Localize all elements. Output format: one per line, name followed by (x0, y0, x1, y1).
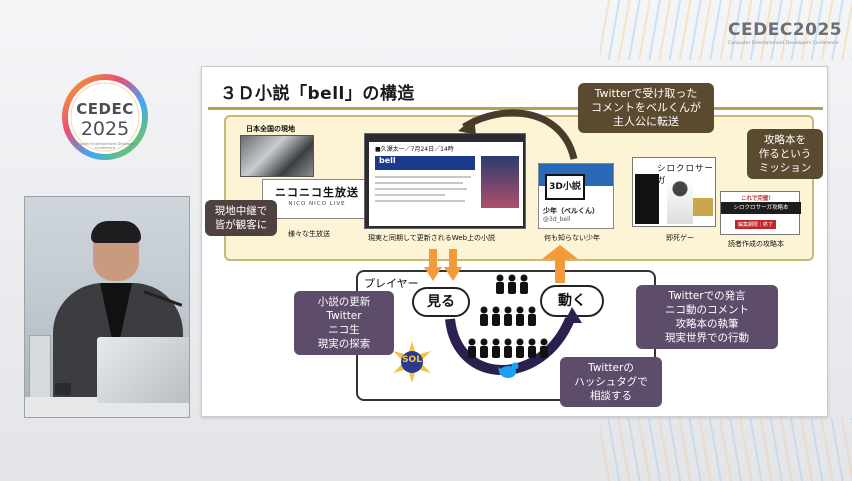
web-novel-banner: bell (375, 156, 475, 170)
callout-inputs: 小説の更新 Twitter ニコ生 現実の探索 (294, 291, 394, 355)
logo-ring-icon (62, 74, 148, 160)
logo-wordmark: CEDEC (76, 100, 134, 118)
niconico-live-logo: ニコニコ生放送 NICO NICO LIVE (262, 179, 372, 219)
background-stripes (600, 0, 852, 60)
down-arrows-icon (424, 249, 462, 281)
presentation-slide: ３Ｄ小説「bell」の構造 日本全国の現地 ニコニコ生放送 NICO NICO … (201, 66, 828, 417)
manga-character (667, 180, 693, 224)
text-line (375, 200, 465, 202)
twitter-bird-icon (498, 362, 519, 378)
manga-item (693, 198, 713, 216)
guide-deadline: 編集期限｜終了 (735, 220, 777, 229)
up-arrow-icon (542, 245, 578, 283)
slide-title: ３Ｄ小説「bell」の構造 (220, 84, 415, 104)
player-label: プレイヤー (364, 277, 419, 290)
see-node: 見る (412, 287, 470, 317)
guide-title: シロクロサーガ攻略本 (721, 202, 801, 214)
caption-web: 現実と同期して更新されるWeb上の小説 (368, 234, 496, 242)
title-rule (208, 107, 823, 110)
brand-header: CEDEC2025 Computer Entertainment Develop… (728, 20, 843, 46)
people-icon (468, 274, 548, 358)
live-camera-thumbnail (240, 135, 314, 177)
callout-live-relay: 現地中継で 皆が観客に (205, 200, 277, 236)
callout-mission: 攻略本を 作るという ミッション (747, 129, 823, 179)
web-novel-screenshot: ■久瀬太一／7月24日／14時 bell (364, 133, 526, 229)
brand-subtitle: Computer Entertainment Developers Confer… (728, 41, 839, 46)
background-stripes-bottom (600, 418, 852, 481)
web-novel-heading: ■久瀬太一／7月24日／14時 (375, 146, 454, 153)
news-title: 日本全国の現地 (246, 125, 295, 133)
logo-subtitle: Computer Entertainment Developers Confer… (72, 142, 138, 150)
caption-live: 様々な生放送 (288, 230, 330, 238)
speaker-hair (91, 221, 141, 243)
callout-hashtag: Twitterの ハッシュタグで 相談する (560, 357, 662, 407)
sun-icon (393, 341, 431, 383)
laptop (97, 337, 189, 403)
brand-wordmark: CEDEC2025 (728, 20, 843, 40)
sol-text: SOL (402, 355, 422, 365)
sol-logo: SOL (387, 339, 437, 385)
loop-arrow-head (564, 307, 582, 323)
caption-twitter: 何も知らない少年 (544, 234, 600, 242)
player-panel: プレイヤー (356, 270, 656, 401)
speaker-video (24, 196, 190, 418)
manga-thumbnail: シロクロサーガ (632, 157, 716, 227)
logo-year: 2025 (80, 118, 130, 140)
web-novel-page: ■久瀬太一／7月24日／14時 bell (369, 142, 523, 226)
guide-book-thumbnail: これで完璧！ シロクロサーガ攻略本 編集期限｜終了 (720, 191, 801, 235)
text-line (375, 188, 467, 190)
twitter-profile-card: 3D小説 少年（ベルくん） @3d_bell (538, 163, 614, 229)
callout-twitter-forward: Twitterで受け取った コメントをベルくんが 主人公に転送 (578, 83, 714, 133)
curved-arrow-top-head (458, 117, 476, 135)
cedec-logo: CEDEC 2025 Computer Entertainment Develo… (60, 72, 150, 162)
caption-manga: 即死ゲー (666, 234, 694, 242)
text-line (375, 176, 471, 178)
text-line (375, 194, 445, 196)
twitter-handle: @3d_bell (543, 216, 571, 223)
diagram-arrows (424, 109, 582, 378)
text-line (375, 182, 463, 184)
manga-title: シロクロサーガ (657, 164, 715, 186)
manga-figure (635, 174, 659, 224)
niconico-live-title: ニコニコ生放送 (275, 186, 359, 199)
twitter-display-name: 少年（ベルくん） (543, 207, 599, 215)
desk-gadget (55, 383, 71, 395)
twitter-avatar: 3D小説 (545, 174, 585, 200)
web-novel-sidebar-image (481, 156, 519, 208)
curved-arrow-top (462, 109, 578, 160)
niconico-live-subtitle: NICO NICO LIVE (288, 201, 346, 207)
callout-actions: Twitterでの発言 ニコ動のコメント 攻略本の執筆 現実世界での行動 (636, 285, 778, 349)
guide-tagline: これで完璧！ (741, 196, 774, 202)
monitor (29, 335, 51, 399)
media-panel: 日本全国の現地 ニコニコ生放送 NICO NICO LIVE 様々な生放送 ■久… (224, 115, 814, 261)
caption-guide: 読者作成の攻略本 (728, 240, 784, 248)
